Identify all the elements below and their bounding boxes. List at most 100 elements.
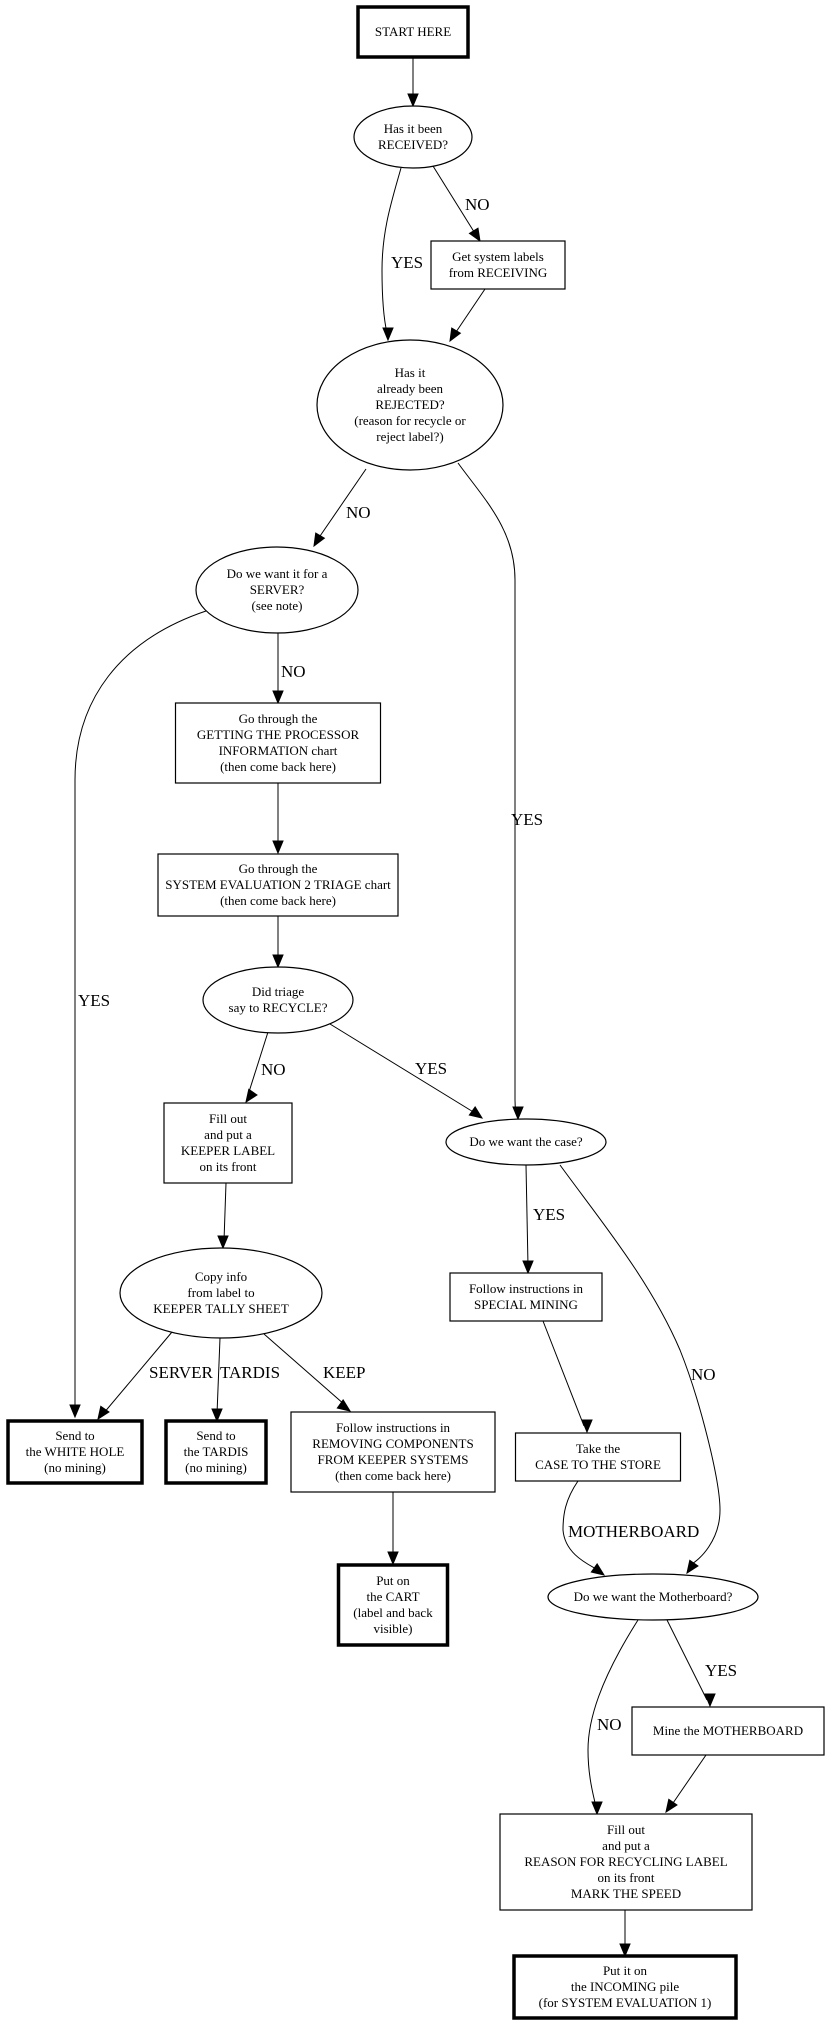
node-text-line: Do we want the case? <box>469 1134 583 1149</box>
node-text-line: and put a <box>602 1838 650 1853</box>
node-text-line: from label to <box>187 1285 254 1300</box>
node-text-line: (then come back here) <box>335 1468 451 1483</box>
arrowhead-icon <box>581 1419 593 1434</box>
edge-line <box>587 1619 639 1809</box>
arrowhead-icon <box>97 1405 110 1421</box>
node-start: START HERE <box>356 5 470 59</box>
edge-triage-recycle-to-want-case <box>329 1023 484 1119</box>
decision-ellipse <box>202 966 354 1034</box>
node-text-line: SPECIAL MINING <box>474 1297 578 1312</box>
node-want-case: Do we want the case? <box>445 1118 607 1166</box>
node-mine-mobo: Mine the MOTHERBOARD <box>631 1706 825 1756</box>
edge-copy-info-to-white-hole <box>97 1331 173 1421</box>
process-box <box>157 853 399 917</box>
node-text-line: the INCOMING pile <box>571 1979 680 1994</box>
edge-removing-to-cart <box>387 1492 399 1566</box>
arrowhead-icon <box>590 1563 606 1576</box>
node-text-line: Did triage <box>252 984 305 999</box>
edge-line <box>525 1164 529 1267</box>
edge-server-to-white-hole <box>69 610 207 1419</box>
node-text-line: Put on <box>376 1573 410 1588</box>
arrowhead-icon <box>69 1404 81 1419</box>
node-text-line: Do we want it for a <box>227 566 328 581</box>
arrowhead-icon <box>313 532 326 548</box>
node-text-line: (then come back here) <box>220 759 336 774</box>
edges-layer <box>69 57 721 1958</box>
node-text-line: reject label?) <box>376 429 443 444</box>
process-box <box>430 240 566 290</box>
edge-processor-to-triage-chart <box>272 783 284 855</box>
edge-triage-recycle-to-keeper-label <box>245 1031 269 1104</box>
arrowhead-icon <box>245 1088 258 1104</box>
edge-line <box>317 468 367 540</box>
node-text-line: (then come back here) <box>220 893 336 908</box>
process-box <box>499 1813 753 1911</box>
edge-line <box>457 462 517 1115</box>
node-text-line: SYSTEM EVALUATION 2 TRIAGE chart <box>165 877 391 892</box>
edge-label: YES <box>78 991 110 1010</box>
edge-line <box>223 1182 227 1242</box>
node-text-line: Mine the MOTHERBOARD <box>653 1723 803 1738</box>
edge-case-store-to-want-mobo <box>562 1480 606 1576</box>
terminal-box <box>512 1954 738 2020</box>
terminal-box <box>164 1419 268 1485</box>
process-box <box>163 1102 293 1184</box>
decision-ellipse <box>195 546 359 634</box>
node-text-line: REJECTED? <box>375 397 445 412</box>
node-text-line: Put it on <box>603 1963 648 1978</box>
edge-copy-info-to-tardis <box>211 1337 223 1423</box>
edge-line <box>666 1619 708 1701</box>
edge-get-labels-to-rejected <box>449 288 486 343</box>
arrowhead-icon <box>704 1693 716 1708</box>
arrowhead-icon <box>468 227 481 243</box>
edge-line <box>74 610 207 1410</box>
terminal-box <box>6 1419 144 1485</box>
edge-want-mobo-to-recycle-label <box>587 1619 639 1816</box>
edge-label: YES <box>705 1661 737 1680</box>
terminal-box <box>336 1563 450 1647</box>
node-text-line: Send to <box>196 1428 235 1443</box>
edge-line <box>559 1164 721 1566</box>
arrowhead-icon <box>665 1798 678 1814</box>
node-text-line: Copy info <box>195 1269 247 1284</box>
node-text-line: (see note) <box>252 598 303 613</box>
edge-label: NO <box>597 1715 622 1734</box>
arrowhead-icon <box>522 1260 534 1275</box>
node-text-line: on its front <box>597 1870 654 1885</box>
arrowhead-icon <box>382 327 394 342</box>
edge-label: NO <box>346 503 371 522</box>
node-text-line: Get system labels <box>452 249 544 264</box>
process-box <box>174 702 382 784</box>
edge-line <box>562 1480 599 1571</box>
decision-ellipse <box>316 339 504 471</box>
arrowhead-icon <box>211 1408 223 1423</box>
edge-line <box>542 1320 585 1427</box>
edge-label: TARDIS <box>220 1363 280 1382</box>
node-text-line: Has it <box>395 365 426 380</box>
node-want-mobo: Do we want the Motherboard? <box>547 1573 759 1621</box>
node-text-line: (no mining) <box>185 1460 247 1475</box>
node-text-line: Fill out <box>209 1111 247 1126</box>
edge-label: NO <box>465 195 490 214</box>
process-box <box>449 1272 603 1322</box>
node-text-line: (for SYSTEM EVALUATION 1) <box>539 1995 712 2010</box>
arrowhead-icon <box>336 1399 352 1412</box>
edge-label: YES <box>533 1205 565 1224</box>
node-text-line: the TARDIS <box>184 1444 249 1459</box>
node-text-line: (reason for recycle or <box>354 413 466 428</box>
edge-line <box>102 1331 173 1415</box>
edge-want-mobo-to-mine-mobo <box>666 1619 716 1708</box>
node-text-line: Follow instructions in <box>469 1281 584 1296</box>
node-text-line: Follow instructions in <box>336 1420 451 1435</box>
